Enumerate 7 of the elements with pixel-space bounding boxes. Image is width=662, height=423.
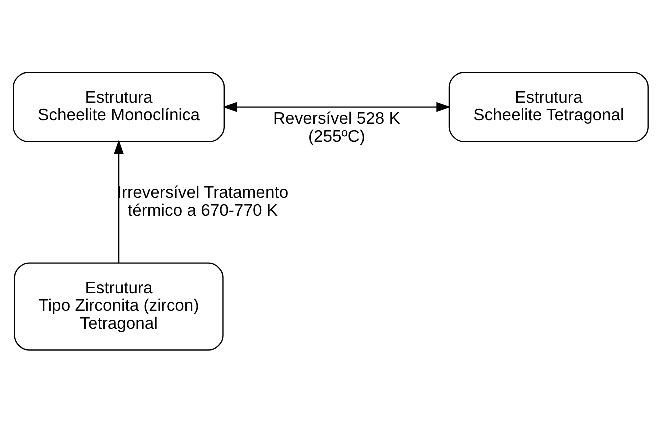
node-box: Estrutura Scheelite Monoclínica [13, 72, 225, 142]
node-box: Estrutura Tipo Zirconita (zircon) Tetragonal [14, 262, 224, 351]
arrow [222, 102, 451, 112]
arrow [114, 140, 124, 264]
edge-label: Irreversível Tratamento térmico a 670-770 K [117, 183, 289, 220]
node-box: Estrutura Scheelite Tetragonal [448, 72, 649, 142]
edge-label: Reversível 528 K (255ºC) [274, 109, 400, 146]
